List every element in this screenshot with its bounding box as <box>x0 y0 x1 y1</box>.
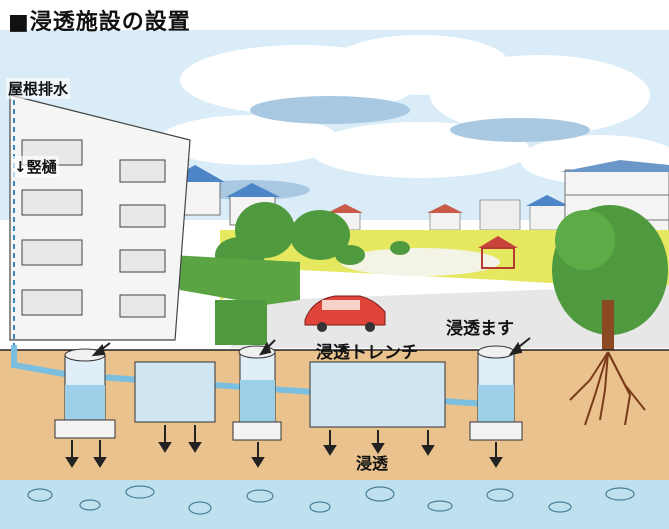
label-roof-drain: 屋根排水 <box>6 78 71 99</box>
aquifer-stones <box>27 485 635 515</box>
pointer-arrows <box>91 337 531 357</box>
label-infiltration-trench: 浸透トレンチ <box>316 343 418 363</box>
infiltration-basin-2 <box>232 345 282 441</box>
tree-roots <box>569 351 646 426</box>
label-infiltration-basin: 浸透ます <box>446 319 514 339</box>
infiltration-basin-3 <box>469 345 523 441</box>
infiltration-basin-1 <box>54 348 116 439</box>
percolation-arrows <box>65 425 503 468</box>
park-path <box>340 248 500 276</box>
label-percolation: 浸透 <box>356 454 389 473</box>
label-downpipe: ↓竪樋 <box>12 156 59 177</box>
aquifer-layer <box>0 480 669 529</box>
hedges <box>170 255 300 345</box>
page-title: ■浸透施設の設置 <box>8 10 191 35</box>
gazebo <box>478 236 518 269</box>
parked-car <box>304 295 386 332</box>
infiltration-trench-2 <box>309 361 446 428</box>
infiltration-trench-1 <box>134 361 216 423</box>
drain-pipe <box>11 345 501 408</box>
foreground-tree <box>552 205 668 355</box>
